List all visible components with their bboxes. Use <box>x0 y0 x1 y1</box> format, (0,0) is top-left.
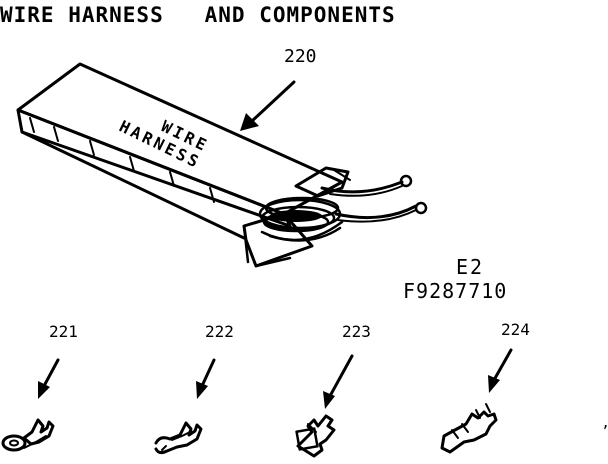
code-line-2: F9287710 <box>403 279 507 303</box>
ring-terminal-part <box>1 418 55 452</box>
arrow-220 <box>240 80 296 131</box>
female-terminal-part <box>440 403 498 454</box>
code-line-1: E2 <box>456 255 484 279</box>
spade-terminal-part <box>295 414 336 458</box>
corner-mark: ’ <box>601 424 608 440</box>
arrow-224 <box>488 348 513 393</box>
page-title: WIRE HARNESS AND COMPONENTS <box>0 3 396 27</box>
arrow-223 <box>323 354 354 409</box>
part-number-224: 224 <box>501 320 530 339</box>
arrow-221 <box>38 358 60 399</box>
part-number-223: 223 <box>342 322 371 341</box>
arrow-222 <box>196 358 216 399</box>
hook-terminal-part <box>154 421 203 455</box>
part-number-220: 220 <box>284 46 317 67</box>
part-number-221: 221 <box>49 322 78 341</box>
wire-harness-package <box>16 62 428 268</box>
part-number-222: 222 <box>205 322 234 341</box>
